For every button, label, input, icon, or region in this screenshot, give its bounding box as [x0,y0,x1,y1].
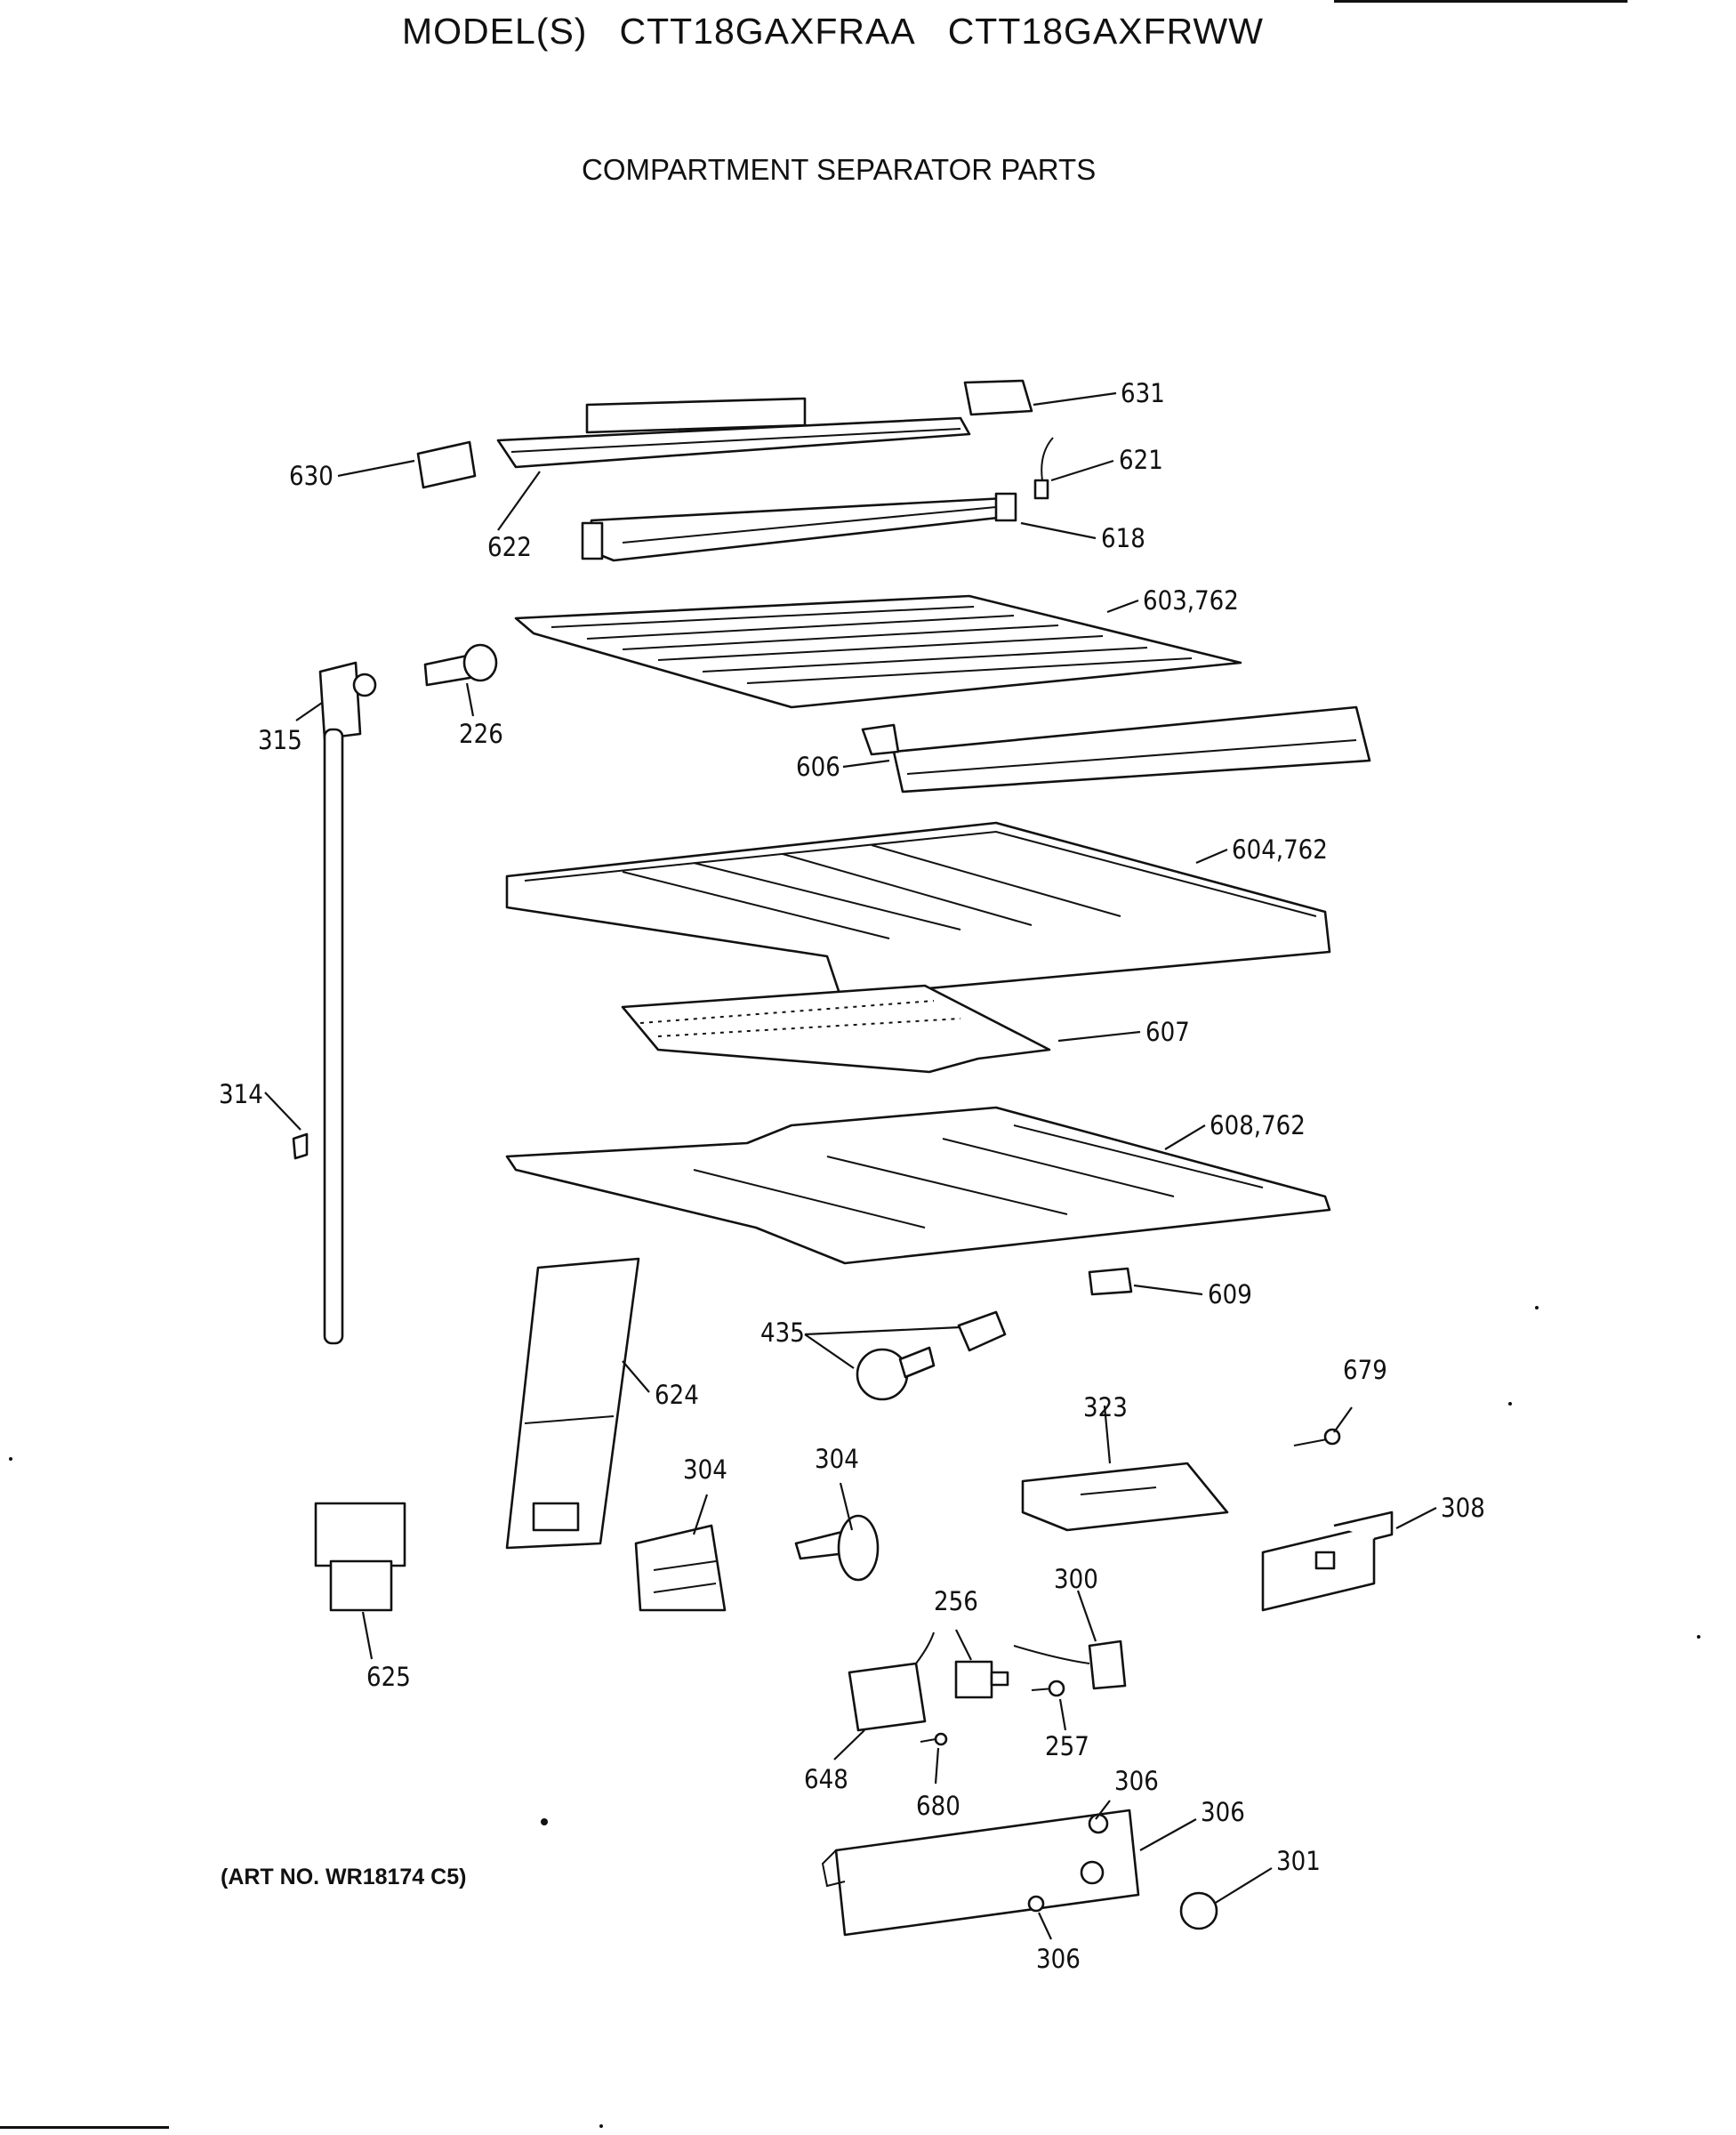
callout-609: 609 [1208,1279,1252,1309]
part-257 [1031,1680,1065,1697]
part-624 [505,1257,640,1550]
part-315 [318,661,377,740]
part-226 [423,643,498,687]
part-301 [1179,1891,1218,1930]
part-618 [581,492,1017,562]
callout-257: 257 [1045,1731,1089,1761]
part-323 [1021,1462,1229,1532]
part-604 [505,821,1331,998]
callout-435: 435 [760,1317,805,1348]
header-rule [1334,0,1628,3]
leader-lines [264,391,1437,1940]
callout-301: 301 [1276,1846,1321,1876]
callout-304: 304 [683,1454,727,1485]
callout-256: 256 [934,1586,978,1616]
callout-648: 648 [804,1764,848,1794]
callout-306: 306 [1201,1797,1245,1827]
part-314 [292,728,344,1345]
callout-624: 624 [655,1380,699,1410]
part-308 [1261,1511,1394,1612]
callout-607: 607 [1145,1017,1190,1047]
part-606 [861,705,1371,794]
part-304-knob [794,1514,880,1582]
callout-603-762: 603,762 [1143,585,1239,616]
part-304-housing [634,1524,727,1612]
footer-rule [0,2126,169,2129]
part-300 [1013,1640,1127,1690]
part-607 [621,984,1051,1074]
part-603 [514,594,1242,709]
callout-306: 306 [1036,1944,1081,1974]
part-679 [1293,1428,1341,1446]
callout-306: 306 [1114,1766,1159,1796]
callout-631: 631 [1121,378,1165,408]
part-622 [496,397,971,469]
callout-315: 315 [258,725,302,755]
part-435 [856,1310,1007,1401]
callout-604-762: 604,762 [1232,834,1328,865]
callout-304: 304 [815,1444,859,1474]
callout-680: 680 [916,1791,960,1821]
callout-300: 300 [1054,1564,1098,1594]
callout-618: 618 [1101,523,1145,553]
part-609 [1088,1267,1133,1296]
callout-308: 308 [1441,1493,1485,1523]
part-630 [416,440,477,489]
callout-621: 621 [1119,445,1163,475]
callout-608-762: 608,762 [1210,1110,1306,1140]
model-header: MODEL(S) CTT18GAXFRAA CTT18GAXFRWW [402,11,1264,52]
part-621 [1033,437,1054,500]
model-number: CTT18GAXFRAA [619,11,916,52]
part-680 [920,1732,948,1746]
part-625 [314,1502,406,1612]
callout-622: 622 [487,532,532,562]
callout-606: 606 [796,752,840,782]
model-number: CTT18GAXFRWW [947,11,1264,52]
callout-314: 314 [219,1079,263,1109]
part-648 [848,1631,935,1732]
part-631 [963,379,1033,416]
diagram-subtitle: COMPARTMENT SEPARATOR PARTS [582,153,1097,186]
callout-226: 226 [459,719,503,749]
scan-specks [9,1306,1700,2128]
callout-630: 630 [289,461,334,491]
callout-679: 679 [1343,1355,1387,1385]
model-prefix: MODEL(S) [402,11,588,52]
part-256 [954,1660,1009,1699]
part-306 [821,1809,1140,1937]
callout-625: 625 [366,1662,411,1692]
art-number: (ART NO. WR18174 C5) [221,1865,467,1889]
part-608 [505,1106,1331,1265]
callout-323: 323 [1083,1392,1128,1422]
